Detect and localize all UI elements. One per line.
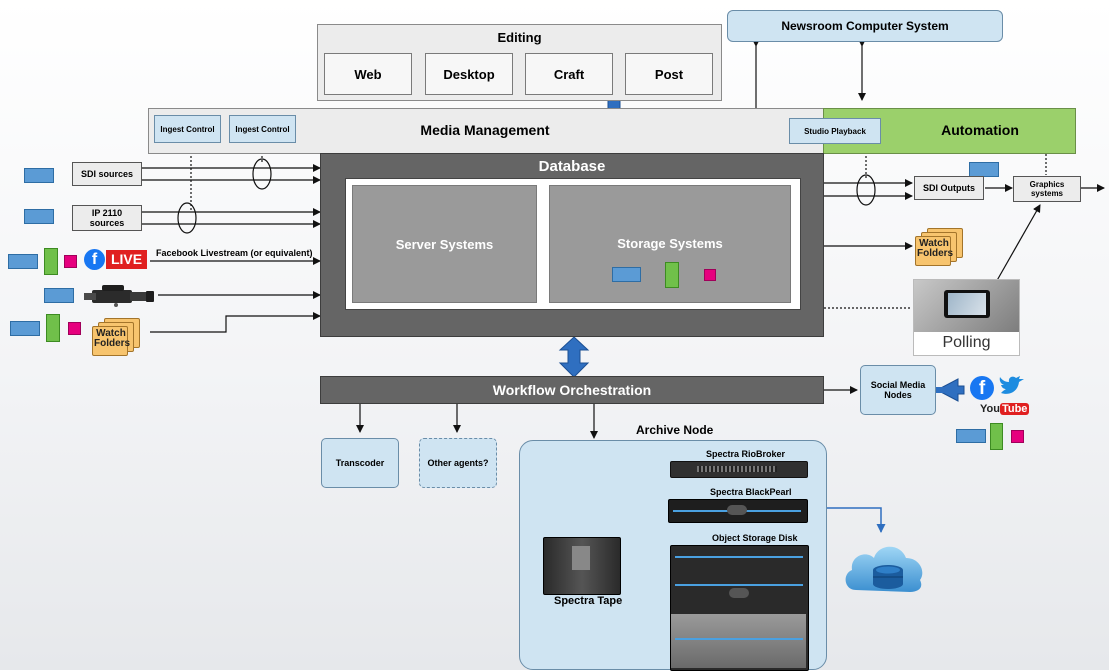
- editing-craft: Craft: [525, 53, 613, 95]
- data-icon: [704, 269, 716, 281]
- transcoder: Transcoder: [321, 438, 399, 488]
- riobroker-label: Spectra RioBroker: [706, 449, 786, 459]
- newsroom-system: Newsroom Computer System: [727, 10, 1003, 42]
- polling-label: Polling: [942, 334, 991, 351]
- blackpearl-server-icon: [668, 499, 808, 523]
- audio-icon: [46, 314, 60, 342]
- watch-folders-output-label: Watch Folders: [917, 238, 954, 259]
- blackpearl-label: Spectra BlackPearl: [710, 487, 792, 497]
- editing-post: Post: [625, 53, 713, 95]
- cloud-storage-icon: [840, 530, 928, 598]
- youtube-tube: Tube: [999, 403, 1030, 415]
- video-icon: [956, 429, 986, 443]
- editing-panel: Editing Web Desktop Craft Post: [317, 24, 722, 101]
- watch-folders-input: Watch Folders: [90, 314, 146, 356]
- server-systems: Server Systems: [352, 185, 537, 303]
- spectra-tape-icon: [543, 537, 621, 595]
- phone-photo-icon: [914, 280, 1019, 332]
- workflow-orchestration: Workflow Orchestration: [320, 376, 824, 404]
- social-media-nodes: Social Media Nodes: [860, 365, 936, 415]
- ip2110-sources: IP 2110 sources: [72, 205, 142, 231]
- watch-folders-input-label: Watch Folders: [94, 328, 131, 349]
- video-icon: [10, 321, 40, 336]
- facebook-icon: f: [84, 249, 105, 270]
- spectra-tape-label: Spectra Tape: [554, 595, 623, 607]
- media-management-title: Media Management: [420, 122, 550, 138]
- ingest-control-1: Ingest Control: [154, 115, 221, 143]
- database-inner: Server Systems Storage Systems: [345, 178, 801, 310]
- database-title: Database: [538, 158, 606, 175]
- video-icon: [612, 267, 641, 282]
- twitter-icon: [998, 374, 1026, 400]
- editing-title: Editing: [497, 30, 542, 45]
- automation-title: Automation: [941, 122, 1019, 138]
- object-storage-label: Object Storage Disk: [712, 533, 798, 543]
- camera-icon: [82, 282, 156, 308]
- data-icon: [1011, 430, 1024, 443]
- storage-systems-label: Storage Systems: [617, 236, 723, 251]
- video-icon: [44, 288, 74, 303]
- editing-desktop: Desktop: [425, 53, 513, 95]
- live-badge: LIVE: [106, 250, 147, 269]
- riobroker-server-icon: [670, 461, 808, 478]
- data-icon: [68, 322, 81, 335]
- archive-node-panel: Spectra RioBroker Spectra BlackPearl Obj…: [519, 440, 827, 671]
- video-icon: [969, 162, 999, 177]
- audio-icon: [665, 262, 679, 288]
- video-icon: [8, 254, 38, 269]
- object-storage-disk-icon: [670, 545, 809, 671]
- video-icon: [24, 209, 54, 224]
- sdi-outputs: SDI Outputs: [914, 176, 984, 200]
- audio-icon: [44, 248, 58, 275]
- ingest-control-2: Ingest Control: [229, 115, 296, 143]
- storage-systems: Storage Systems: [549, 185, 791, 303]
- graphics-systems: Graphics systems: [1013, 176, 1081, 202]
- polling-image: Polling: [913, 279, 1020, 356]
- video-icon: [24, 168, 54, 183]
- other-agents: Other agents?: [419, 438, 497, 488]
- database-panel: Database Server Systems Storage Systems: [320, 153, 824, 337]
- data-icon: [64, 255, 77, 268]
- archive-node-title: Archive Node: [636, 423, 714, 437]
- studio-playback: Studio Playback: [789, 118, 881, 144]
- sdi-sources: SDI sources: [72, 162, 142, 186]
- editing-web: Web: [324, 53, 412, 95]
- facebook-icon: f: [970, 376, 994, 400]
- watch-folders-output: Watch Folders: [913, 228, 969, 268]
- audio-icon: [990, 423, 1003, 450]
- youtube-you: You: [980, 403, 1000, 415]
- facebook-livestream-label: Facebook Livestream (or equivalent): [156, 248, 313, 258]
